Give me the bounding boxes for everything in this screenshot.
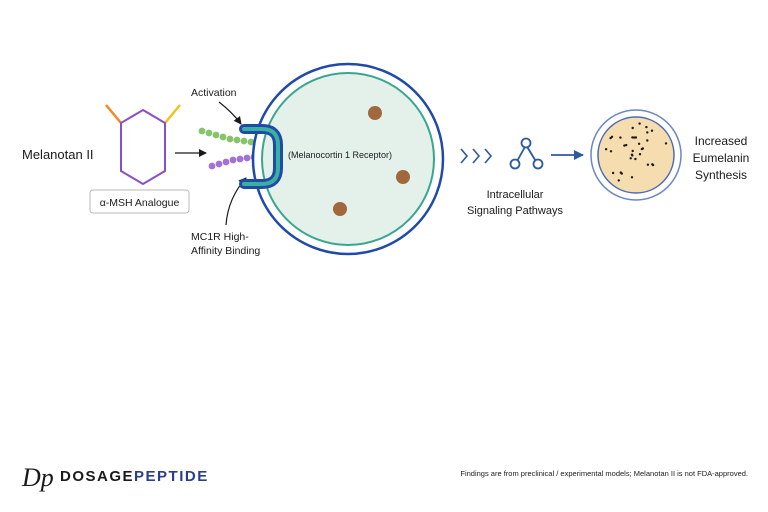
eumelanin-dot bbox=[645, 125, 648, 129]
signaling-network-icon bbox=[509, 137, 544, 170]
binding-label-line1: MC1R High- bbox=[191, 231, 249, 243]
melanin-granule bbox=[368, 106, 382, 120]
hexagon-branch-right bbox=[164, 104, 181, 124]
hexagon-branch-left bbox=[105, 104, 122, 124]
activation-label: Activation bbox=[191, 87, 237, 99]
eumelanin-dot bbox=[646, 139, 649, 142]
brand-name-second: PEPTIDE bbox=[134, 468, 209, 485]
hexagon-molecule-icon bbox=[105, 104, 181, 186]
melanocyte-cell bbox=[251, 62, 445, 256]
eumelanin-dot bbox=[632, 136, 636, 139]
eumelanin-dot bbox=[609, 150, 613, 153]
eumelanin-dot bbox=[650, 129, 654, 132]
eumelanin-dot bbox=[651, 163, 654, 166]
eumelanin-dot bbox=[630, 176, 634, 179]
analogue-tag-box bbox=[89, 189, 190, 214]
eumelanin-dot bbox=[638, 122, 641, 125]
melanin-granule bbox=[333, 202, 347, 216]
chevrons-icon bbox=[460, 148, 493, 164]
eumelanin-dot bbox=[617, 179, 620, 182]
brand-name-first: DOSAGE bbox=[60, 468, 134, 485]
eumelanin-dot bbox=[629, 157, 632, 160]
logo-mark: Dp bbox=[21, 463, 54, 492]
eumelanin-dot bbox=[646, 163, 650, 166]
signaling-label-line2: Signaling Pathways bbox=[467, 205, 564, 217]
binding-label-line2: Affinity Binding bbox=[191, 245, 260, 257]
svg-text:DOSAGEPEPTIDE: DOSAGEPEPTIDE bbox=[60, 468, 209, 485]
outcome-label-line3: Synthesis bbox=[695, 168, 747, 182]
compound-label: Melanotan II bbox=[22, 147, 94, 162]
eumelanin-dot bbox=[641, 147, 644, 150]
eumelanin-dot bbox=[623, 144, 626, 147]
eumelanin-dot bbox=[646, 131, 649, 134]
eumelanin-disc bbox=[590, 109, 682, 201]
eumelanin-dot bbox=[625, 143, 628, 147]
receptor-label: (Melanocortin 1 Receptor) bbox=[288, 150, 392, 160]
eumelanin-dot bbox=[604, 148, 608, 151]
hexagon-ring bbox=[120, 108, 166, 186]
melanin-granule bbox=[396, 170, 410, 184]
signaling-label-line1: Intracellular bbox=[487, 189, 544, 201]
eumelanin-dot bbox=[638, 153, 642, 156]
disclaimer-text: Findings are from preclinical / experime… bbox=[460, 469, 748, 478]
activation-arrow bbox=[218, 101, 242, 125]
eumelanin-dot bbox=[630, 153, 634, 156]
cell-inner-membrane bbox=[261, 72, 435, 246]
eumelanin-dot bbox=[631, 126, 634, 130]
outcome-label-line1: Increased bbox=[695, 134, 748, 148]
eumelanin-dot bbox=[610, 135, 614, 138]
brand-logo: Dp DOSAGEPEPTIDE bbox=[21, 463, 209, 492]
eumelanin-dot bbox=[619, 171, 622, 174]
eumelanin-dot bbox=[634, 157, 637, 161]
analogue-label: α-MSH Analogue bbox=[100, 197, 180, 209]
mc1r-receptor-icon bbox=[239, 124, 283, 189]
eumelanin-dot bbox=[634, 136, 638, 139]
eumelanin-dot bbox=[631, 149, 634, 153]
eumelanin-dot bbox=[637, 142, 641, 145]
eumelanin-dot bbox=[664, 142, 668, 145]
outcome-label-line2: Eumelanin bbox=[693, 151, 750, 165]
eumelanin-dots bbox=[604, 122, 668, 182]
eumelanin-dot bbox=[611, 171, 615, 175]
eumelanin-dot bbox=[619, 136, 622, 139]
